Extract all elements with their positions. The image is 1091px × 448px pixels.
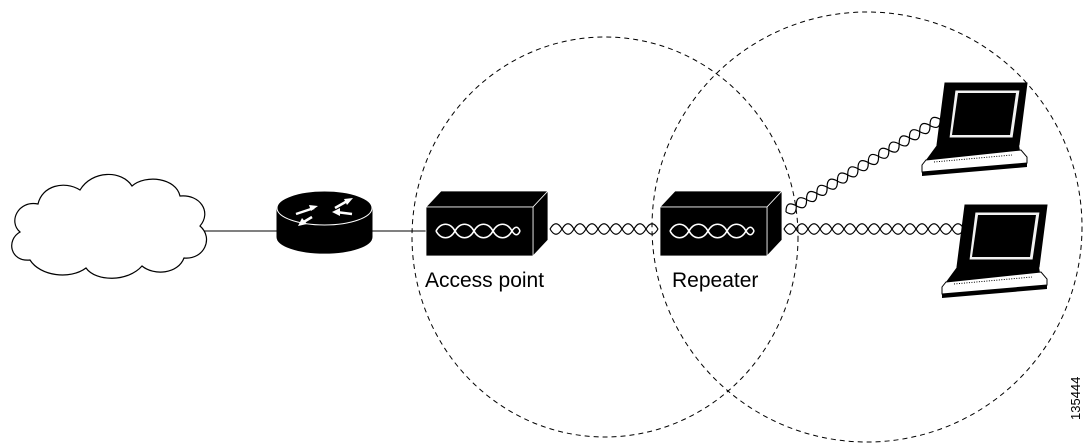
access-point-coverage-circle (411, 36, 799, 438)
repeater-label: Repeater (672, 269, 758, 292)
network-cloud-icon (11, 173, 207, 279)
ap-repeater-wireless-link (549, 223, 659, 235)
access-point-icon (425, 189, 549, 258)
repeater-laptop2-wireless-link (783, 223, 965, 235)
repeater-laptop1-wireless-link (785, 116, 941, 215)
router-icon (276, 190, 373, 254)
access-point-label: Access point (425, 269, 544, 292)
laptop-icon (921, 82, 1028, 176)
laptop-icon (941, 204, 1048, 298)
figure-number: 135444 (1068, 377, 1083, 420)
repeater-coverage-circle (651, 11, 1083, 443)
repeater-icon (659, 189, 783, 258)
